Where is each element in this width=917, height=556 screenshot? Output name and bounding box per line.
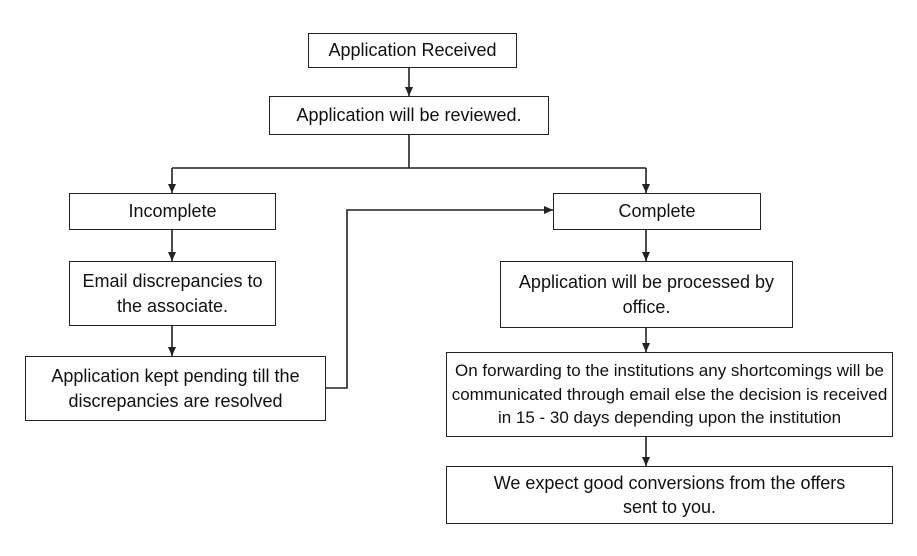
node-expect-conversions: We expect good conversions from the offe… <box>446 466 893 524</box>
node-application-received: Application Received <box>308 33 517 68</box>
node-email-discrepancies: Email discrepancies to the associate. <box>69 261 276 326</box>
arrow-pending-to-complete <box>326 206 553 389</box>
node-incomplete: Incomplete <box>69 193 276 230</box>
node-application-reviewed: Application will be reviewed. <box>269 96 549 135</box>
node-forwarding-institutions: On forwarding to the institutions any sh… <box>446 352 893 437</box>
node-complete: Complete <box>553 193 761 230</box>
node-application-processed: Application will be processed by office. <box>500 261 793 328</box>
node-application-pending: Application kept pending till the discre… <box>25 356 326 421</box>
